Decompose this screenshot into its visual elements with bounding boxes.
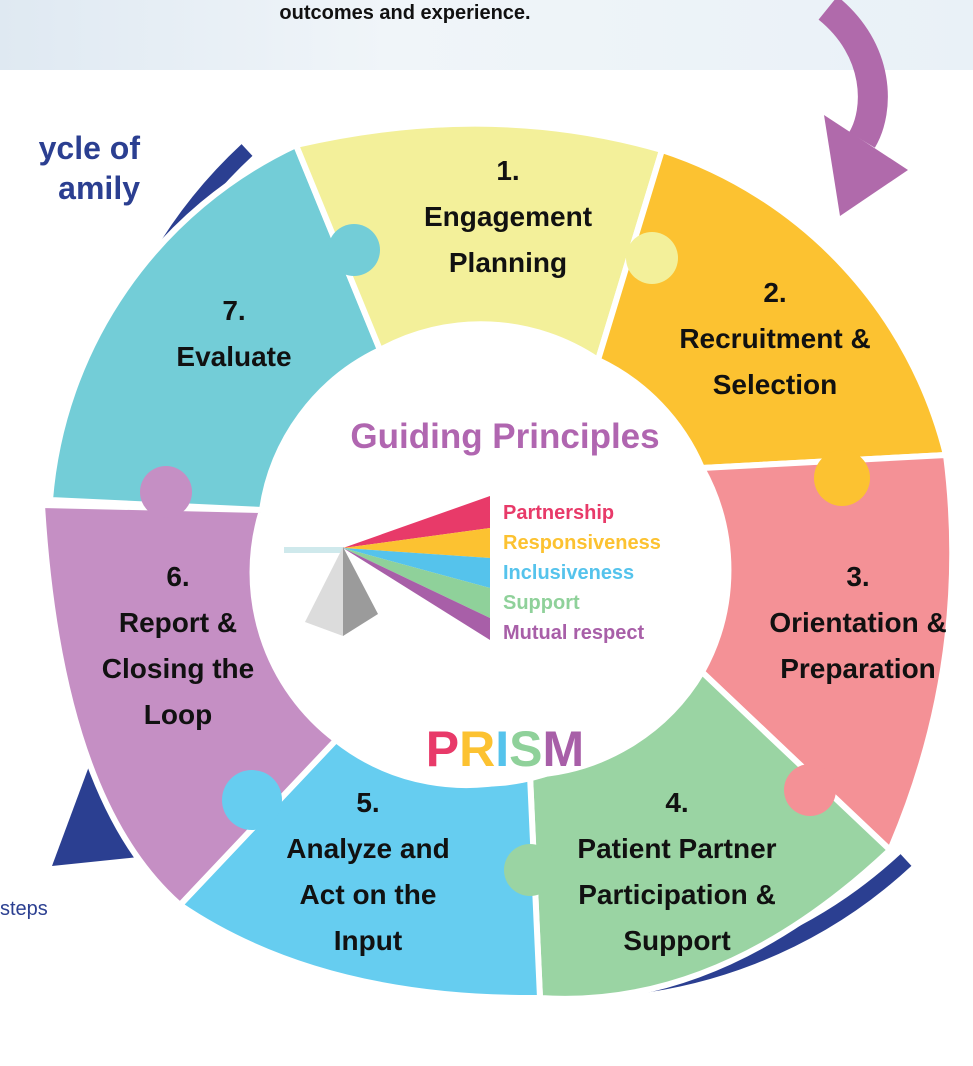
acronym-letter-i: I (495, 721, 509, 777)
svg-text:5.: 5. (356, 787, 379, 818)
svg-text:Input: Input (334, 925, 402, 956)
svg-text:Participation &: Participation & (578, 879, 776, 910)
svg-text:7.: 7. (222, 295, 245, 326)
svg-text:Selection: Selection (713, 369, 837, 400)
svg-text:Closing the: Closing the (102, 653, 254, 684)
guiding-principles-title: Guiding Principles (350, 417, 659, 456)
principle-inclusiveness: Inclusiveness (503, 562, 634, 584)
svg-text:Act on the: Act on the (300, 879, 437, 910)
svg-text:Patient Partner: Patient Partner (577, 833, 776, 864)
knob-5-6 (222, 770, 282, 830)
acronym-letter-m: M (543, 721, 585, 777)
svg-text:Orientation &: Orientation & (769, 607, 946, 638)
acronym-letter-s: S (509, 721, 542, 777)
principles-list: Partnership Responsiveness Inclusiveness… (503, 502, 661, 644)
svg-text:Analyze and: Analyze and (286, 833, 449, 864)
svg-text:Engagement: Engagement (424, 201, 592, 232)
side-title-line2: amily (58, 170, 140, 206)
principle-partnership: Partnership (503, 502, 614, 524)
step-3-label: 3. Orientation & Preparation (769, 561, 946, 684)
side-note: steps (0, 898, 48, 920)
svg-text:2.: 2. (763, 277, 786, 308)
svg-text:Support: Support (623, 925, 730, 956)
curved-arrow-head (824, 115, 908, 216)
svg-text:Recruitment &: Recruitment & (679, 323, 870, 354)
knob-6-7 (140, 466, 192, 518)
knob-2-3 (814, 450, 870, 506)
knob-7-1 (328, 224, 380, 276)
principle-responsiveness: Responsiveness (503, 532, 661, 554)
step-1-label: 1. Engagement Planning (424, 155, 592, 278)
svg-text:6.: 6. (166, 561, 189, 592)
svg-text:Report &: Report & (119, 607, 237, 638)
principle-mutual-respect: Mutual respect (503, 622, 644, 644)
knob-3-4 (784, 764, 836, 816)
step-5-label: 5. Analyze and Act on the Input (286, 787, 449, 956)
step-7-label: 7. Evaluate (176, 295, 291, 372)
top-banner (0, 0, 973, 70)
acronym-letter-p: P (426, 721, 459, 777)
segment-7-evaluate (46, 140, 384, 514)
knob-1-2 (626, 232, 678, 284)
step-4-label: 4. Patient Partner Participation & Suppo… (577, 787, 776, 956)
svg-text:Loop: Loop (144, 699, 212, 730)
prism-icon (284, 496, 490, 640)
acronym-letter-r: R (459, 721, 495, 777)
header-caption: outcomes and experience. (279, 2, 531, 24)
svg-text:4.: 4. (665, 787, 688, 818)
svg-text:1.: 1. (496, 155, 519, 186)
svg-text:Preparation: Preparation (780, 653, 936, 684)
side-title: ycle of amily (39, 128, 140, 208)
segment-2-recruitment (594, 146, 950, 472)
prism-acronym: PRISM (426, 721, 584, 777)
step-2-label: 2. Recruitment & Selection (679, 277, 870, 400)
principle-support: Support (503, 592, 580, 614)
svg-text:Planning: Planning (449, 247, 567, 278)
side-title-line1: ycle of (38, 130, 140, 166)
svg-text:3.: 3. (846, 561, 869, 592)
svg-text:Evaluate: Evaluate (176, 341, 291, 372)
step-6-label: 6. Report & Closing the Loop (102, 561, 254, 730)
knob-4-5 (504, 844, 556, 896)
curved-arrow-shaft (818, 0, 888, 148)
